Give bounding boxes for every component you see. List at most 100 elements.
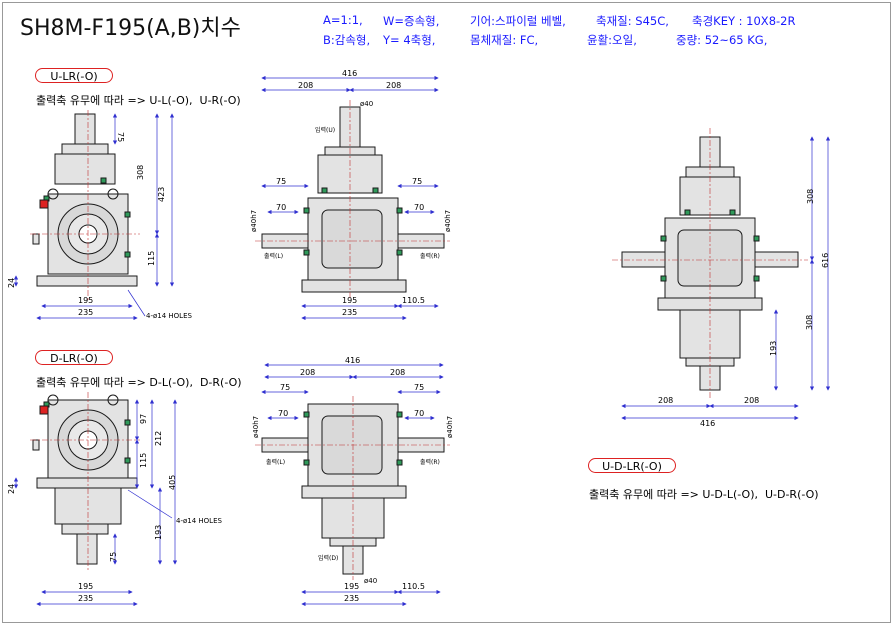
dims-d-lr (13, 399, 178, 607)
dim-d-lr-75: 75 (109, 552, 118, 562)
dim-d-front-208a: 208 (300, 368, 315, 377)
drawing-title: SH8M-F195(A,B)치수 (20, 16, 241, 41)
dim-d-front-70b: 70 (414, 409, 424, 418)
dim-u-d-208a: 208 (658, 396, 673, 405)
dim-d-lr-193: 193 (154, 525, 163, 540)
side-view-d-lr (30, 392, 140, 572)
dim-u-front-416: 416 (342, 69, 357, 78)
dim-u-front-75a: 75 (276, 177, 286, 186)
front-view-u (255, 100, 450, 300)
cover-plate (321, 209, 383, 269)
dim-u-d-193: 193 (769, 341, 778, 356)
dim-u-d-416: 416 (700, 419, 715, 428)
label-u-out-left: 출력(L) (264, 252, 283, 260)
dim-u-front-75b: 75 (412, 177, 422, 186)
label-d-input: 입력(D) (318, 554, 338, 562)
dim-u-front-h7a: ø40h7 (250, 210, 258, 232)
dim-d-front-416: 416 (345, 356, 360, 365)
spec-weight: 중량: 52~65 KG, (676, 33, 768, 47)
dim-d-front-phi40: ø40 (364, 577, 377, 585)
dim-d-lr-212: 212 (154, 431, 163, 446)
view-tag-u-lr: U-LR(-O) (35, 68, 113, 83)
label-u-out-right: 출력(R) (420, 252, 440, 260)
dims-d-front (261, 362, 444, 607)
side-view-u-lr (30, 110, 140, 300)
bearing-cap (61, 143, 109, 155)
spec-type-w: W=증속형, (383, 14, 440, 28)
spec-shaft-material: 축재질: S45C, (596, 14, 669, 28)
dim-u-front-110: 110.5 (402, 296, 425, 305)
label-d-out-left: 출력(L) (266, 458, 285, 466)
front-view-d (255, 396, 450, 580)
dim-d-front-208b: 208 (390, 368, 405, 377)
spec-lubrication: 윤활:오일, (587, 33, 637, 47)
dim-d-front-110: 110.5 (402, 582, 425, 591)
spec-gear: 기어:스파이럴 베벨, (470, 14, 566, 28)
view-tag-u-d-lr: U-D-LR(-O) (588, 458, 676, 473)
dim-u-front-208a: 208 (298, 81, 313, 90)
spec-body-material: 몸체재질: FC, (470, 33, 539, 47)
dim-d-front-h7a: ø40h7 (252, 416, 260, 438)
dim-d-lr-97: 97 (139, 414, 148, 424)
spec-ratio: A=1:1, (323, 13, 363, 27)
dim-d-front-70a: 70 (278, 409, 288, 418)
dim-u-lr-195: 195 (78, 296, 93, 305)
dim-d-lr-115: 115 (139, 453, 148, 468)
dim-u-front-70b: 70 (414, 203, 424, 212)
dim-d-front-75b: 75 (414, 383, 424, 392)
lifting-eye-right (107, 188, 119, 200)
dim-d-lr-24: 24 (7, 484, 16, 494)
dim-d-lr-405: 405 (168, 475, 177, 490)
dim-u-front-phi40: ø40 (360, 100, 373, 108)
side-plug (32, 233, 40, 245)
dim-u-d-208b: 208 (744, 396, 759, 405)
dim-u-d-308a: 308 (806, 189, 815, 204)
dim-u-lr-115: 115 (147, 251, 156, 266)
dim-u-lr-235: 235 (78, 308, 93, 317)
spec-type-y: Y= 4축형, (383, 33, 436, 47)
spec-type-b: B:감속형, (323, 33, 371, 47)
dims-u-lr (13, 113, 175, 321)
side-plug (32, 439, 40, 451)
output-shaft-left (621, 251, 666, 268)
dim-u-front-h7b: ø40h7 (444, 210, 452, 232)
dim-d-front-195: 195 (344, 582, 359, 591)
bearing-cap (61, 523, 109, 535)
spec-key: 축경KEY : 10X8-2R (692, 14, 796, 28)
dim-d-lr-235: 235 (78, 594, 93, 603)
lifting-eye-left (47, 394, 59, 406)
dim-d-lr-195: 195 (78, 582, 93, 591)
view-tag-d-lr: D-LR(-O) (35, 350, 113, 365)
dim-u-d-308b: 308 (805, 315, 814, 330)
oil-plug (39, 405, 49, 415)
dim-u-lr-holes: 4-ø14 HOLES (146, 312, 192, 320)
dim-d-lr-holes: 4-ø14 HOLES (176, 517, 222, 525)
dim-d-front-h7b: ø40h7 (446, 416, 454, 438)
dim-u-lr-24: 24 (7, 278, 16, 288)
bolt (124, 211, 131, 218)
base-plate (301, 485, 407, 499)
output-shaft-right (754, 251, 799, 268)
input-shaft (76, 533, 98, 565)
bolt (124, 251, 131, 258)
base-plate (36, 275, 138, 287)
bolt (100, 177, 107, 184)
label-d-out-right: 출력(R) (420, 458, 440, 466)
dim-u-d-616: 616 (821, 253, 830, 268)
dims-u-d (621, 136, 831, 421)
oil-plug (39, 199, 49, 209)
front-view-u-d (612, 128, 808, 400)
dims-u-front (261, 75, 439, 321)
dim-d-front-75a: 75 (280, 383, 290, 392)
dim-u-front-208b: 208 (386, 81, 401, 90)
input-shaft (74, 113, 96, 145)
dim-u-lr-423: 423 (157, 187, 166, 202)
base-plate (301, 279, 407, 293)
dim-d-front-235: 235 (344, 594, 359, 603)
base-plate (36, 477, 138, 489)
label-u-input: 입력(U) (315, 126, 335, 134)
note-u-lr: 출력축 유무에 따라 => U-L(-O), U-R(-O) (36, 94, 241, 107)
